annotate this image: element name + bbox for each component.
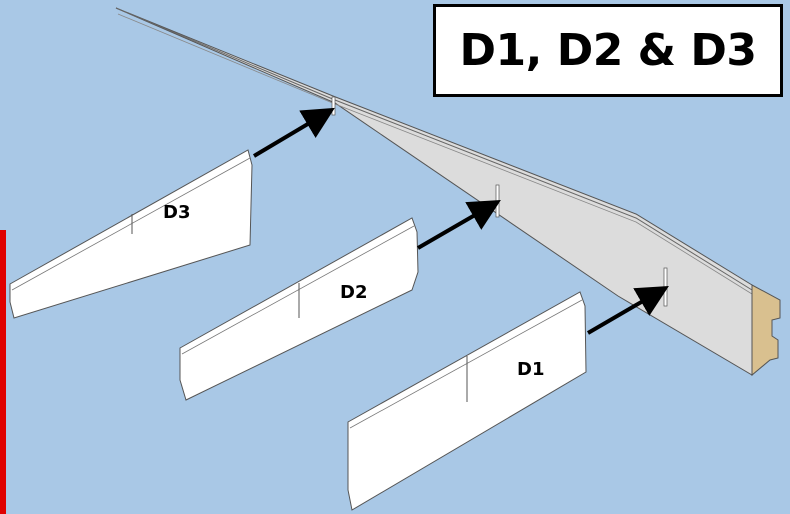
piece-d3 [9,149,253,319]
arrow-d2 [416,199,501,250]
slot-d2 [495,184,500,218]
arrow-d1 [586,285,669,335]
piece-d2-edge [181,225,415,355]
slot-d1 [663,267,668,307]
main-panel-edge [115,7,753,291]
label-d1: D1 [517,359,545,380]
left-marker [0,230,6,514]
main-panel [115,7,781,377]
piece-d3-face [9,149,253,319]
piece-d1 [347,291,587,511]
page-title: D1, D2 & D3 [459,25,757,76]
label-d3: D3 [163,202,191,223]
end-block [751,284,781,377]
arrow-d3 [252,107,335,158]
piece-d1-edge [349,299,583,429]
title-box: D1, D2 & D3 [433,4,783,97]
piece-d3-edge [11,157,251,291]
slot-d3 [331,96,336,116]
label-d2: D2 [340,282,368,303]
main-panel-edge-2 [117,13,753,295]
piece-d2 [179,217,419,401]
